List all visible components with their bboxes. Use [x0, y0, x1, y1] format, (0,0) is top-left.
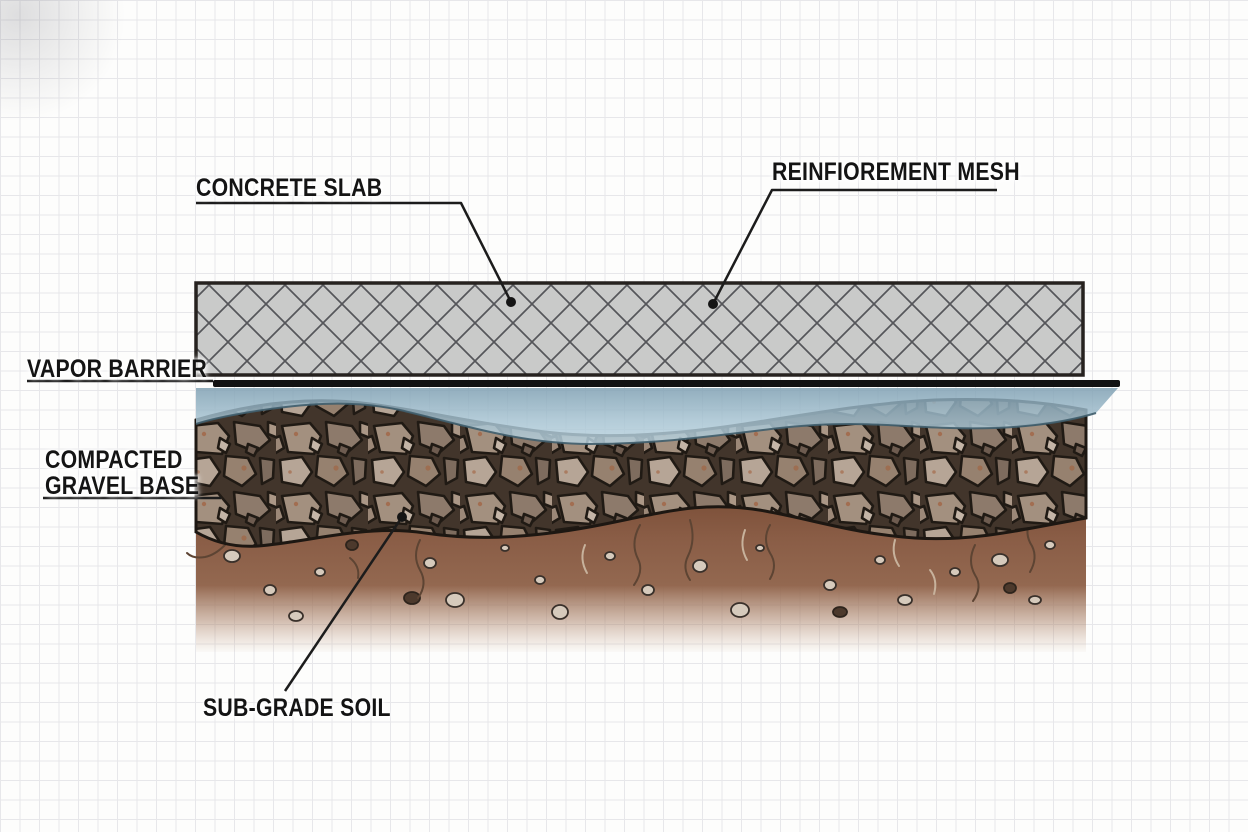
soil-pebbles-dark: [345, 539, 1017, 618]
soil-pebbles: [223, 535, 1056, 622]
leader-dot-reinforcement-mesh: [708, 299, 718, 309]
vapor-barrier-sheet: [195, 388, 1118, 446]
leader-lines: [27, 188, 997, 692]
leader-line-concrete-slab: [196, 201, 513, 303]
leader-dot-subgrade-soil: [397, 512, 407, 522]
soil-root-squiggles-light: [581, 529, 937, 595]
concrete-slab-shape: [194, 281, 1085, 377]
subgrade-soil-layer: [186, 506, 1086, 652]
label-concrete-slab: CONCRETE SLAB: [196, 174, 383, 202]
leader-line-subgrade-soil: [283, 516, 404, 692]
vapor-sheet-bottom-edge: [195, 402, 1097, 446]
soil-root-squiggles: [186, 519, 1036, 602]
label-compacted-gravel-base-line2: GRAVEL BASE: [45, 472, 200, 500]
label-subgrade-soil: SUB-GRADE SOIL: [203, 694, 391, 722]
label-vapor-barrier: VAPOR BARRIER: [27, 355, 208, 383]
leader-line-reinforcement-mesh: [711, 188, 997, 305]
label-compacted-gravel-base: COMPACTED GRAVEL BASE: [45, 447, 199, 499]
vapor-barrier-line: [213, 380, 1120, 387]
label-reinforcement-mesh: REINFIOREMENT MESH: [772, 158, 1020, 186]
leader-dot-concrete-slab: [506, 297, 516, 307]
label-compacted-gravel-base-line1: COMPACTED: [45, 446, 183, 474]
